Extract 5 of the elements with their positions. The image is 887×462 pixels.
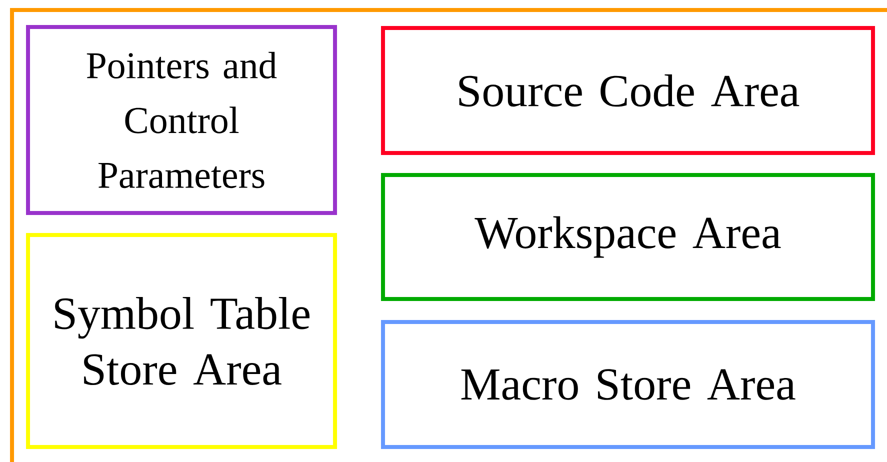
area-box: Workspace Area (381, 173, 875, 301)
area-box: Symbol Table Store Area (26, 233, 337, 449)
area-box: Macro Store Area (381, 320, 875, 449)
area-box: Source Code Area (381, 26, 875, 155)
area-box: Pointers and Control Parameters (26, 25, 337, 215)
